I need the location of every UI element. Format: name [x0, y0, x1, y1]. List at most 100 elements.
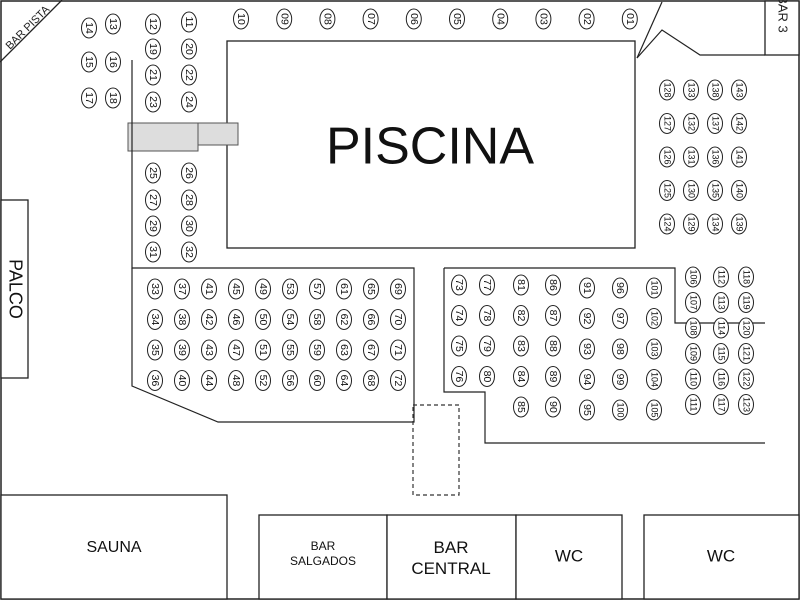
table-marker: 143	[731, 79, 747, 101]
table-marker: 89	[545, 366, 561, 387]
table-circle	[309, 278, 325, 300]
table-number: 89	[547, 371, 559, 383]
table-circle	[336, 339, 352, 361]
table-number: 92	[581, 313, 593, 325]
table-number: 109	[689, 346, 699, 361]
table-marker: 120	[738, 317, 754, 339]
table-number: 134	[711, 216, 721, 231]
table-number: 45	[230, 283, 242, 295]
table-number: 03	[538, 13, 550, 25]
table-marker: 05	[449, 8, 465, 30]
table-number: 10	[235, 13, 247, 25]
table-circle	[147, 278, 163, 300]
table-number: 86	[547, 279, 559, 291]
table-circle	[181, 241, 197, 263]
table-number: 105	[650, 402, 660, 417]
table-number: 131	[687, 149, 697, 164]
table-marker: 116	[713, 368, 729, 390]
table-marker: 33	[147, 278, 163, 300]
table-number: 67	[365, 344, 377, 356]
table-circle	[147, 309, 163, 330]
table-marker: 64	[336, 370, 352, 391]
table-number: 19	[147, 43, 159, 55]
table-marker: 34	[147, 309, 163, 330]
table-circle	[513, 396, 529, 418]
table-marker: 65	[363, 278, 379, 300]
table-number: 31	[147, 246, 159, 258]
table-marker: 139	[731, 213, 747, 235]
table-marker: 07	[362, 8, 379, 30]
table-circle	[579, 338, 595, 360]
table-number: 40	[176, 375, 188, 387]
table-number: 24	[183, 96, 195, 108]
table-number: 33	[149, 283, 161, 295]
table-number: 51	[257, 344, 269, 356]
table-marker: 58	[309, 309, 325, 330]
table-circle	[255, 339, 271, 361]
table-marker: 141	[731, 146, 747, 168]
table-marker: 136	[707, 146, 723, 168]
table-number: 123	[742, 397, 752, 412]
table-marker: 67	[363, 339, 379, 361]
table-number: 28	[183, 194, 195, 206]
table-number: 55	[284, 344, 296, 356]
table-number: 46	[230, 314, 242, 326]
table-marker: 41	[201, 278, 217, 300]
table-circle	[683, 180, 699, 201]
table-circle	[255, 370, 271, 391]
table-circle	[255, 278, 271, 300]
table-circle	[738, 317, 754, 339]
table-marker: 86	[545, 274, 561, 296]
table-circle	[174, 339, 190, 361]
sauna-label: SAUNA	[86, 539, 141, 556]
table-number: 42	[203, 314, 215, 326]
bar-salgados-label-2: SALGADOS	[290, 554, 356, 568]
table-marker: 16	[105, 51, 121, 73]
table-marker: 98	[612, 338, 628, 360]
table-circle	[579, 308, 595, 329]
table-number: 80	[481, 371, 493, 383]
table-marker: 114	[713, 317, 729, 339]
table-circle	[713, 343, 729, 364]
table-circle	[201, 370, 217, 391]
table-number: 02	[581, 13, 593, 25]
table-number: 49	[257, 283, 269, 295]
wc-label-1: WC	[555, 546, 583, 565]
table-number: 07	[365, 13, 377, 25]
table-marker: 110	[685, 368, 701, 390]
table-number: 12	[147, 18, 159, 30]
table-number: 100	[616, 402, 626, 417]
table-marker: 135	[707, 180, 723, 201]
table-circle	[145, 162, 161, 184]
table-circle	[309, 309, 325, 330]
table-number: 117	[717, 397, 727, 411]
table-number: 04	[494, 13, 506, 25]
table-circle	[713, 368, 729, 390]
table-circle	[282, 370, 298, 391]
table-number: 14	[83, 22, 95, 34]
table-number: 06	[408, 13, 420, 25]
table-circle	[685, 394, 701, 415]
table-number: 20	[183, 43, 195, 55]
table-circle	[145, 91, 161, 113]
table-number: 112	[717, 270, 727, 284]
bar-pista-label: BAR PISTA	[4, 3, 53, 52]
table-marker: 122	[738, 368, 754, 390]
table-circle	[659, 79, 675, 101]
table-number: 60	[311, 375, 323, 387]
table-number: 09	[278, 13, 290, 25]
table-marker: 142	[731, 113, 747, 134]
table-marker: 130	[683, 180, 699, 201]
table-marker: 04	[492, 8, 509, 30]
table-circle	[201, 309, 217, 330]
table-number: 29	[147, 220, 159, 232]
sauna-room	[0, 494, 228, 600]
table-marker: 97	[612, 308, 628, 329]
table-marker: 88	[545, 335, 561, 357]
table-circle	[81, 87, 97, 109]
table-marker: 29	[145, 215, 161, 237]
table-marker: 107	[685, 292, 701, 313]
table-marker: 62	[336, 309, 352, 330]
table-marker: 115	[713, 343, 729, 364]
